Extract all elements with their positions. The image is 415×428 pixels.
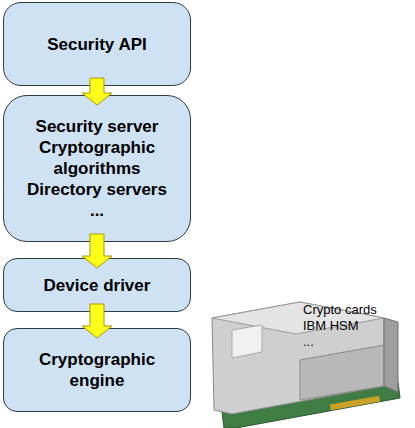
process-box: Device driver: [3, 258, 191, 312]
card-front-panel: [300, 345, 384, 400]
box-text: Security API: [47, 34, 147, 55]
card-connector: [330, 396, 380, 411]
annotation-label: IBM HSM: [303, 318, 359, 333]
box-text: Security server: [36, 116, 159, 137]
card-bracket: [384, 318, 398, 392]
card-cover: [212, 302, 384, 414]
box-text: Cryptographic algorithms: [12, 137, 182, 179]
box-text: Device driver: [44, 275, 151, 296]
annotation-label: Crypto cards: [303, 302, 377, 317]
annotation-label: ...: [303, 334, 314, 349]
process-box: Cryptographic engine: [3, 328, 191, 412]
box-text: ...: [90, 200, 104, 221]
card-label-sticker: [232, 325, 262, 358]
process-box: Security API: [3, 2, 191, 86]
process-box: Security serverCryptographic algorithmsD…: [3, 95, 191, 242]
box-text: Directory servers: [27, 179, 167, 200]
box-text: Cryptographic engine: [12, 349, 182, 391]
